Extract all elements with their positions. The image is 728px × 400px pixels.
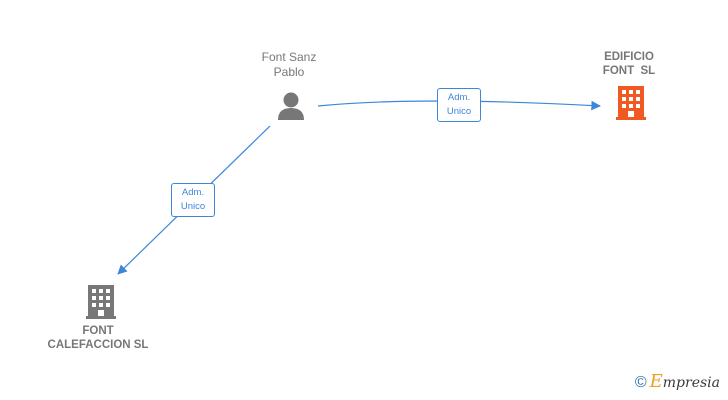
company-name-calefaccion[interactable]: FONT CALEFACCION SL <box>47 325 149 351</box>
brand-name: mpresia <box>662 375 720 391</box>
building-icon-edificio[interactable] <box>616 86 646 120</box>
empresia-brand: ©Empresia <box>635 371 720 392</box>
edge-label-role-right: Adm. Unico <box>437 88 481 122</box>
person-name-label[interactable]: Font Sanz Pablo <box>261 50 317 79</box>
brand-initial: E <box>649 371 663 392</box>
company-name-edificio[interactable]: EDIFICIO FONT SL <box>602 51 656 77</box>
edge-label-role-left: Adm. Unico <box>171 183 215 217</box>
copyright-icon: © <box>634 374 647 391</box>
building-icon-calefaccion[interactable] <box>86 285 116 319</box>
person-icon[interactable] <box>278 92 304 121</box>
